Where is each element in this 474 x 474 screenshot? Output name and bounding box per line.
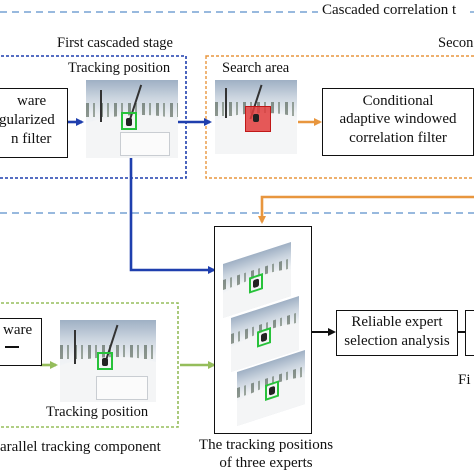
three-experts-caption-line2: of three experts [219, 455, 313, 471]
regularized-filter-line2: gularized [0, 112, 55, 128]
tracking-frame-image-top [86, 80, 178, 158]
conditional-filter-line3: correlation filter [349, 130, 447, 146]
reliable-selection-line2: selection analysis [344, 333, 450, 349]
regularized-filter-line1: ware [17, 93, 47, 109]
tracking-position-top-label: Tracking position [68, 60, 171, 76]
tracking-frame-image-bottom [60, 320, 156, 402]
reliable-selection-box: Reliable expert selection analysis [336, 310, 458, 356]
parallel-filter-box: ware [0, 318, 42, 366]
parallel-component-title: arallel tracking component [0, 439, 161, 455]
regularized-filter-line3: n filter [11, 131, 52, 147]
reliable-selection-line1: Reliable expert [351, 314, 443, 330]
arrow-second-stage-to-experts [258, 195, 474, 224]
arrow-tracking-to-experts [129, 158, 216, 274]
conditional-filter-line1: Conditional [362, 93, 434, 109]
second-stage-title: Secon [436, 35, 474, 52]
regularized-filter-box: ware gularized n filter [0, 88, 68, 158]
conditional-filter-line2: adaptive windowed [339, 111, 457, 127]
parallel-filter-underline [5, 346, 19, 348]
search-area-label: Search area [222, 60, 290, 76]
search-area-image [215, 80, 297, 154]
conditional-filter-box: Conditional adaptive windowed correlatio… [322, 88, 474, 156]
second-stage-frame [205, 55, 474, 179]
three-experts-caption-line1: The tracking positions [198, 437, 334, 453]
right-cut-label: Fi [458, 372, 471, 388]
tracking-box-top [121, 112, 137, 130]
first-stage-title: First cascaded stage [55, 35, 175, 52]
parallel-filter-line1: ware [3, 322, 33, 338]
first-stage-frame [0, 55, 187, 179]
cascaded-header-label: Cascaded correlation t [322, 2, 457, 18]
tracking-position-bottom-label: Tracking position [46, 404, 149, 420]
tracking-box-bottom [97, 352, 113, 370]
output-box-partial [465, 310, 474, 356]
three-experts-frame [214, 226, 312, 434]
parallel-frame [0, 302, 179, 428]
